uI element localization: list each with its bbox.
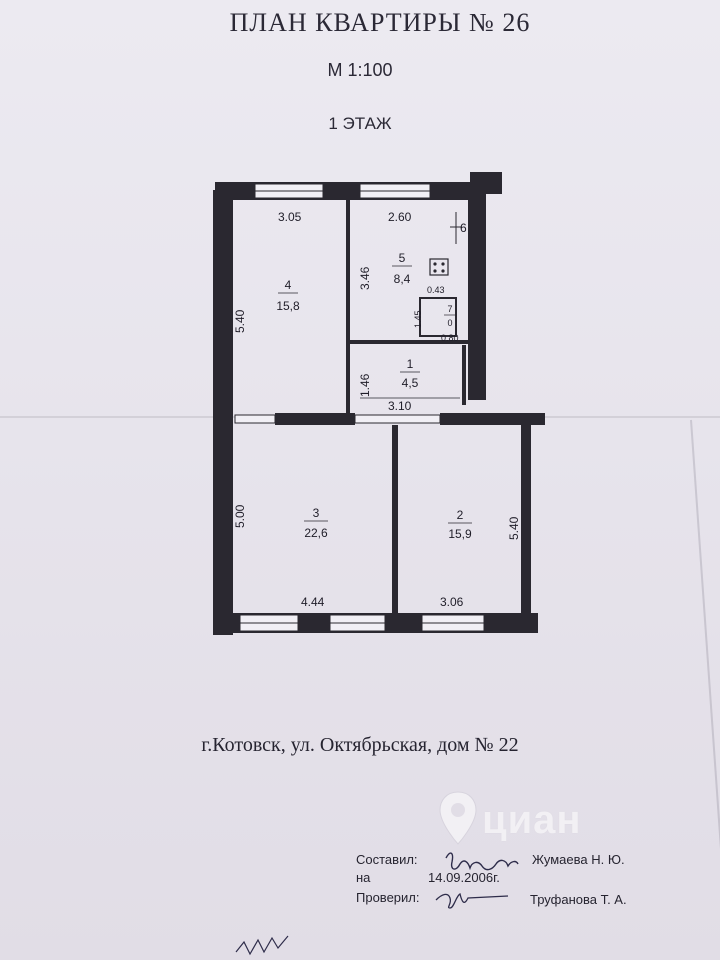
wall-right-lower [521, 425, 531, 615]
plan-floor: 1 ЭТАЖ [328, 114, 392, 133]
closet-7 [419, 297, 457, 337]
wall-top-right [470, 172, 502, 194]
room-area: 15,9 [448, 527, 472, 541]
stove-icon [429, 258, 449, 276]
dim-closet-gap: 0.43 [427, 285, 445, 295]
partition-4-5 [346, 200, 350, 415]
wall-middle-right [440, 413, 545, 425]
wall-left [213, 190, 233, 635]
dim-room5-height: 3.46 [358, 266, 372, 290]
room-number: 4 [285, 278, 292, 292]
room-number: 3 [313, 506, 320, 520]
dim-room3-width: 4.44 [301, 595, 325, 609]
room-1-label: 1 4,5 [400, 357, 420, 390]
doorway-hall [354, 414, 441, 424]
watermark-text: циан [482, 798, 582, 842]
dim-room5-niche: 6 [460, 221, 467, 235]
plan-scale: М 1:100 [327, 60, 393, 80]
dim-closet-width: 0.80 [441, 333, 459, 343]
room-3-label: 3 22,6 [304, 506, 328, 540]
dim-room2-height: 5.40 [507, 516, 521, 540]
dim-closet-height: 1.45 [413, 310, 423, 328]
checked-by: Труфанова Т. А. [530, 892, 627, 907]
compiled-date: 14.09.2006г. [428, 870, 500, 885]
wall-right-upper [468, 190, 486, 400]
doorway-room4 [234, 414, 276, 424]
compiled-label: Составил: [356, 852, 418, 867]
compiled-by: Жумаева Н. Ю. [532, 852, 625, 867]
room-area: 0 [447, 318, 452, 328]
room-area: 4,5 [402, 376, 419, 390]
room-area: 8,4 [394, 272, 411, 286]
signature-checked-icon [435, 893, 509, 909]
dim-room4-width: 3.05 [278, 210, 302, 224]
room-5-label: 5 8,4 [392, 251, 412, 286]
dim-room5-width: 2.60 [388, 210, 412, 224]
room-area: 15,8 [276, 299, 300, 313]
wall-top [215, 182, 475, 200]
dim-hall-width: 3.10 [388, 399, 412, 413]
partition-hall [462, 345, 466, 405]
scribble-mark-icon [235, 935, 289, 956]
room-2-label: 2 15,9 [448, 508, 472, 541]
room-number: 7 [447, 304, 452, 314]
map-pin-icon [439, 791, 477, 845]
walls [213, 172, 545, 635]
room-number: 1 [407, 357, 414, 371]
address-line: г.Котовск, ул. Октябрьская, дом № 22 [201, 734, 519, 756]
signature-compiled-icon [445, 852, 519, 871]
room-area: 22,6 [304, 526, 328, 540]
watermark: циан [430, 790, 670, 860]
checked-label: Проверил: [356, 890, 420, 905]
room-number: 5 [399, 251, 406, 265]
dim-room4-height: 5.40 [233, 309, 247, 333]
dim-hall-height: 1.46 [358, 373, 372, 397]
room-number: 2 [457, 508, 464, 522]
partition-5-1 [350, 340, 468, 344]
on-label: на [356, 870, 371, 885]
partition-3-2 [392, 425, 398, 615]
plan-title: ПЛАН КВАРТИРЫ № 26 [229, 8, 531, 37]
room-7-label: 7 0 [444, 304, 456, 328]
wall-middle-left [275, 413, 355, 425]
dim-room3-height: 5.00 [233, 504, 247, 528]
dim-room2-width: 3.06 [440, 595, 464, 609]
room-4-label: 4 15,8 [276, 278, 300, 313]
windows [234, 183, 485, 632]
